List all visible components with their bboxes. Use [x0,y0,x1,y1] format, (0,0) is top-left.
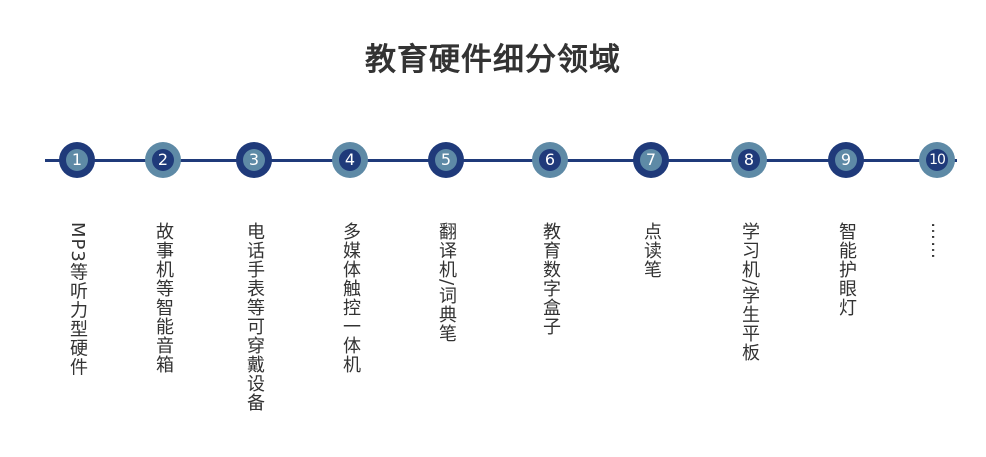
step-label: MP3等听力型硬件 [67,222,88,377]
step-label: 电话手表等可穿戴设备 [244,222,265,412]
step-marker: 8 [731,142,767,178]
step-label: 故事机等智能音箱 [153,222,174,374]
step-number: 4 [339,149,361,171]
step-marker: 4 [332,142,368,178]
step-label: …… [927,222,948,260]
step-number: 8 [738,149,760,171]
step-number: 7 [640,149,662,171]
step-label: 点读笔 [641,222,662,279]
step-number: 3 [243,149,265,171]
step-number: 10 [926,149,948,171]
step-marker: 1 [59,142,95,178]
step-marker: 7 [633,142,669,178]
step-number: 2 [152,149,174,171]
step-marker: 6 [532,142,568,178]
step-label: 多媒体触控一体机 [340,222,361,374]
step-number: 5 [435,149,457,171]
step-label: 智能护眼灯 [836,222,857,317]
step-marker: 10 [919,142,955,178]
step-number: 6 [539,149,561,171]
step-marker: 9 [828,142,864,178]
page-title: 教育硬件细分领域 [365,42,621,78]
step-marker: 2 [145,142,181,178]
step-label: 翻译机/词典笔 [436,222,457,344]
step-label: 教育数字盒子 [540,222,561,336]
timeline-line [45,159,957,162]
step-number: 1 [66,149,88,171]
step-marker: 3 [236,142,272,178]
step-label: 学习机/学生平板 [739,222,760,363]
step-marker: 5 [428,142,464,178]
step-number: 9 [835,149,857,171]
